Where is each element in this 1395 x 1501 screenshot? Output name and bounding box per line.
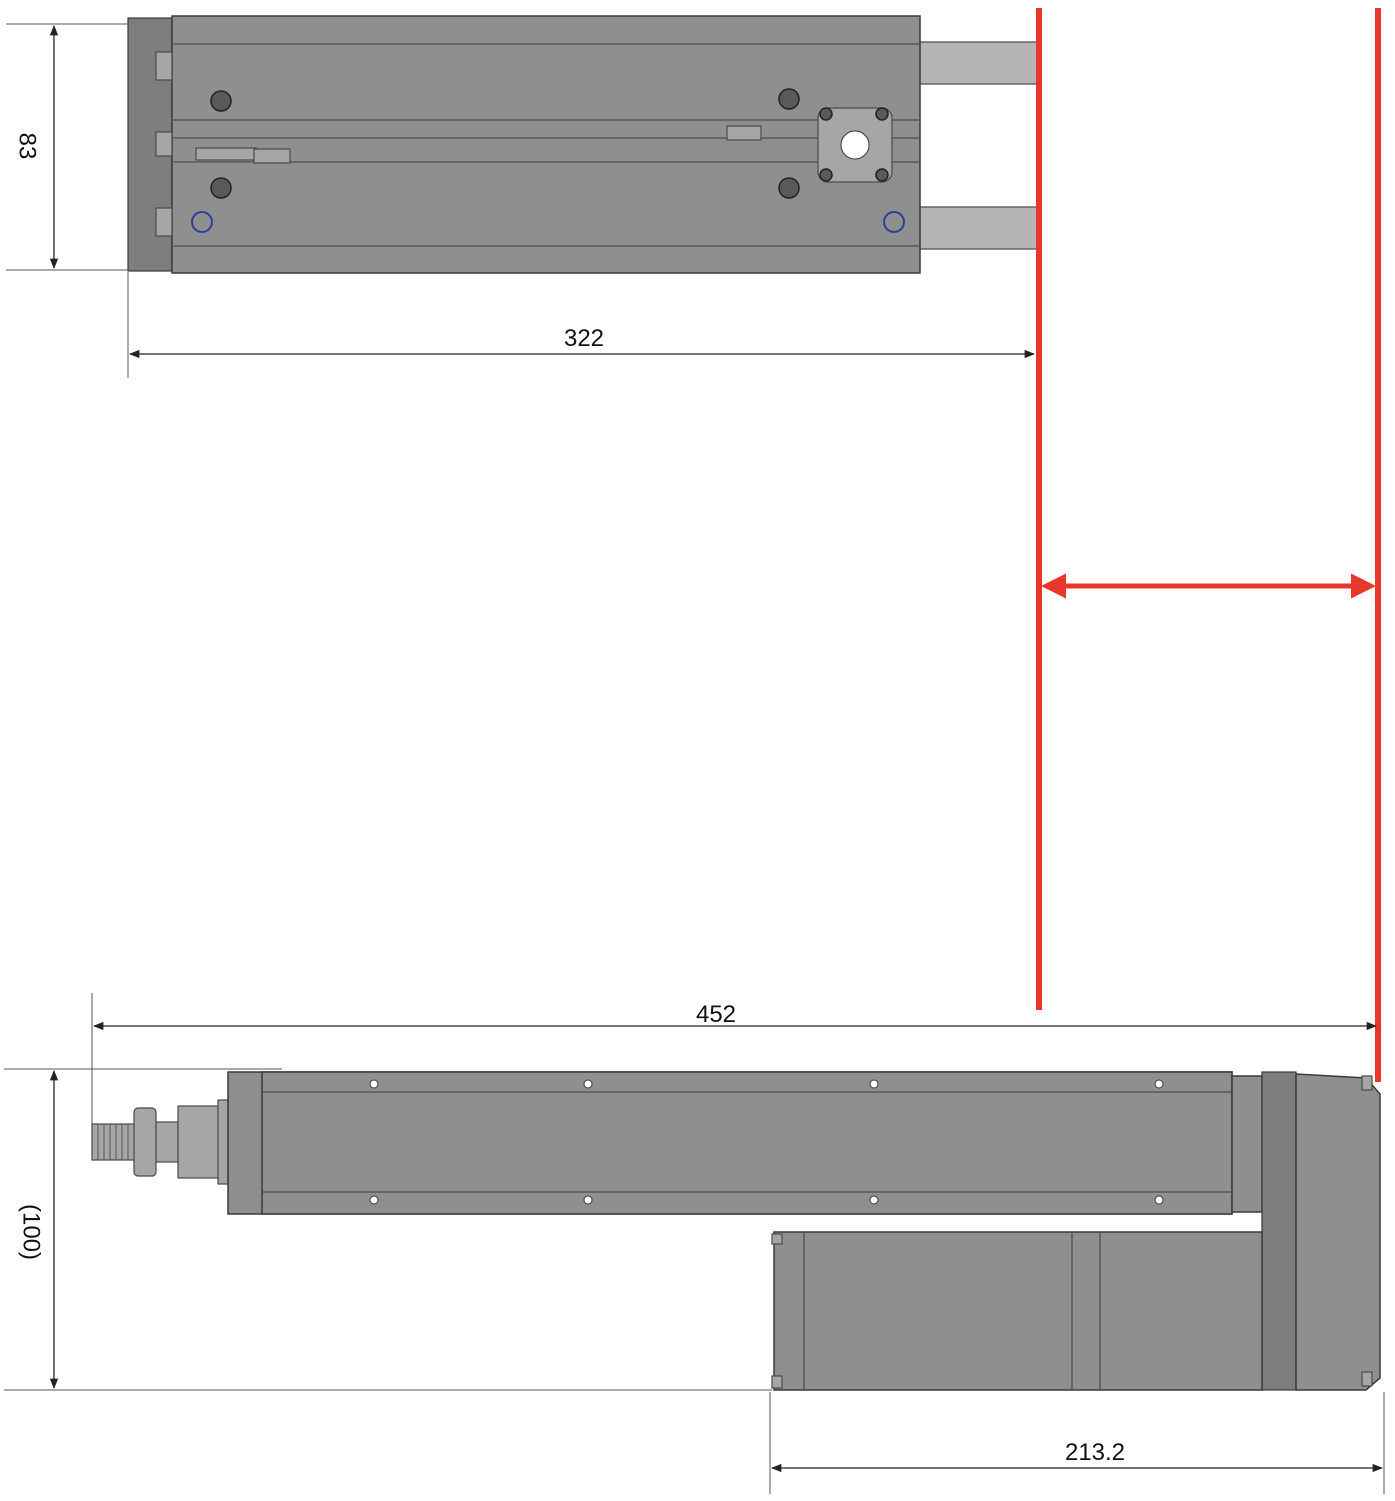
top-sensor-left	[253, 148, 291, 164]
gear-cover	[1295, 1073, 1381, 1391]
bottom-length-label: 452	[696, 1001, 736, 1028]
bottom-length-dimension: 452	[91, 993, 1378, 1124]
top-screw-1	[210, 90, 232, 112]
top-height-label: 83	[14, 133, 41, 160]
rod-thread	[91, 1123, 137, 1161]
top-sensor-slot	[195, 147, 257, 161]
top-length-label: 322	[564, 325, 604, 352]
top-screw-2	[778, 88, 800, 110]
top-port-left	[191, 211, 213, 233]
top-view	[127, 15, 1039, 274]
top-screw-3	[210, 177, 232, 199]
top-length-dimension: 322	[127, 272, 1036, 378]
gear-housing	[1261, 1071, 1297, 1391]
top-rod-lower	[917, 206, 1039, 250]
top-rod-upper	[917, 41, 1039, 85]
motor-length-label: 213.2	[1065, 1439, 1125, 1466]
top-sensor-right	[726, 125, 762, 141]
motor-length-dimension: 213.2	[769, 1392, 1385, 1494]
end-housing	[1231, 1075, 1263, 1213]
stroke-marker	[1036, 8, 1381, 1082]
top-main-body	[171, 15, 921, 274]
motor-body	[773, 1231, 1263, 1391]
top-flange-center	[840, 130, 870, 160]
top-port-right	[883, 211, 905, 233]
rod-bushing	[177, 1105, 223, 1179]
rod-nut	[133, 1107, 157, 1177]
bottom-view	[91, 1071, 1381, 1391]
top-screw-4	[778, 177, 800, 199]
bottom-height-dimension: (100)	[4, 1068, 772, 1391]
top-height-dimension: 83	[6, 23, 128, 271]
bottom-height-label: (100)	[18, 1204, 45, 1260]
rod-shaft	[155, 1121, 179, 1163]
